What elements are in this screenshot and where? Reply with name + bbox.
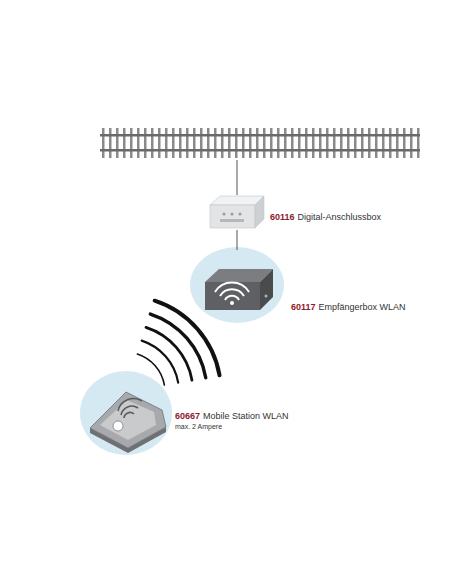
device-name: Empfängerbox WLAN [319,302,406,312]
track-wire [237,160,238,195]
article-number: 60116 [270,212,295,222]
device-node: 60116Digital-Anschlussbox [208,194,266,230]
connection-box-icon [210,196,264,228]
wireless-waves [137,301,219,385]
device-label: 60667Mobile Station WLAN max. 2 Ampere [175,405,289,431]
device-ground [80,371,172,455]
receiver-box-icon [205,269,273,310]
wave-arc [142,341,178,383]
device-label: 60117Empfängerbox WLAN [291,296,406,314]
wave-arc [150,314,205,378]
device-name: Digital-Anschlussbox [298,212,382,222]
device-node: 60117Empfängerbox WLAN [190,250,284,322]
current-note: max. 2 Ampere [175,423,289,431]
device-ground [190,247,284,323]
device-name: Mobile Station WLAN [203,411,289,421]
device-node: 60667Mobile Station WLANmax. 2 Ampere [80,371,172,455]
cable [237,230,238,250]
mobile-station-icon [90,392,166,453]
wave-arc [155,301,220,376]
article-number: 60117 [291,302,316,312]
wave-arc [137,354,164,385]
track [100,128,420,158]
article-number: 60667 [175,411,200,421]
device-label: 60116Digital-Anschlussbox [270,206,381,224]
